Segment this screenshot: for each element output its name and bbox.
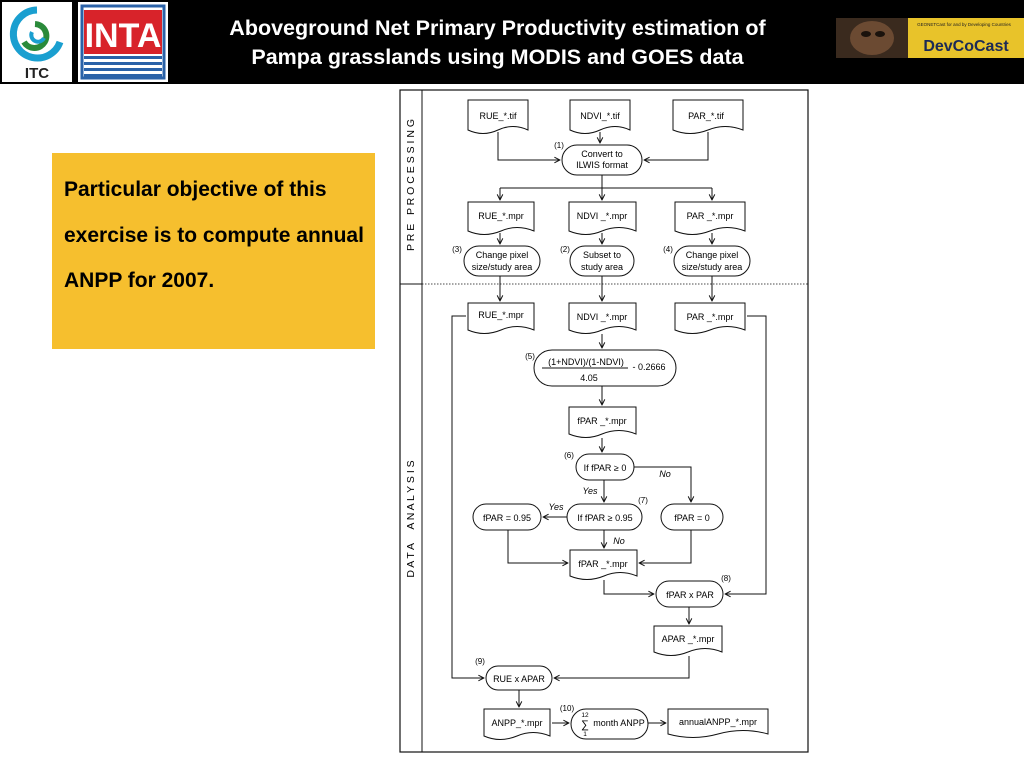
node-if-fpar-0: If fPAR ≥ 0 [584, 463, 627, 473]
document-rue-mpr-2 [467, 302, 535, 334]
edge-rue-to-convert [497, 132, 560, 160]
step-label-8: (8) [721, 574, 731, 583]
node-apar-mpr: APAR _*.mpr [662, 634, 715, 644]
document-annual-anpp [667, 708, 769, 738]
connectors [451, 132, 767, 723]
edge-0-to-fpar2 [639, 530, 692, 563]
document-rue-mpr-1 [467, 201, 535, 235]
step-label-5: (5) [525, 352, 535, 361]
step-label-2: (2) [560, 245, 570, 254]
document-ndvi-mpr-1 [568, 201, 637, 235]
title-line-1: Aboveground Net Primary Productivity est… [229, 16, 766, 40]
edge-095-to-fpar2 [507, 530, 568, 563]
devcocast-logo: GEONETCast for and by Developing Countri… [836, 18, 1024, 58]
step-label-4: (4) [663, 245, 673, 254]
node-fpar-mpr-1: fPAR _*.mpr [577, 416, 626, 426]
devcocast-tagline: GEONETCast for and by Developing Countri… [917, 22, 1012, 27]
edge-rue2-to-ruexapar [451, 315, 484, 678]
node-rue-mpr-2: RUE_*.mpr [478, 310, 524, 320]
header-bar: ITC INTA Aboveground Net Primary Product… [0, 0, 1024, 84]
node-sum-upper: 12 [581, 712, 589, 719]
step-label-6: (6) [564, 451, 574, 460]
node-change-right-line2: size/study area [682, 262, 743, 272]
edge-apar-to-ruexapar [554, 656, 690, 678]
node-subset-line2: study area [581, 262, 623, 272]
node-fpar-mpr-2: fPAR _*.mpr [578, 559, 627, 569]
step-label-9: (9) [475, 657, 485, 666]
node-change-right-line1: Change pixel [686, 250, 739, 260]
edge-fpar2-to-fparxpar [603, 580, 654, 594]
objective-text: Particular objective of this exercise is… [64, 178, 364, 292]
title-line-2: Pampa grasslands using MODIS and GOES da… [251, 45, 744, 69]
node-rue-mpr-1: RUE_*.mpr [478, 211, 524, 221]
node-ndvi-mpr-2: NDVI _*.mpr [577, 312, 628, 322]
node-formula-tail: - 0.2666 [632, 362, 665, 372]
objective-box: Particular objective of this exercise is… [52, 153, 375, 349]
inta-logo-text: INTA [85, 17, 162, 55]
document-par-mpr-2 [674, 302, 746, 334]
node-fpar-095: fPAR = 0.95 [483, 513, 531, 523]
edge-par2-to-fparxpar [725, 315, 767, 594]
edge-label-no-1: No [659, 469, 671, 479]
process-change-pixel-left [463, 245, 541, 277]
flowchart: P R E P R O C E S S I N G D A T A A N A … [399, 89, 809, 753]
document-fpar-mpr-1 [568, 406, 637, 438]
node-month-anpp: month ANPP [593, 718, 645, 728]
edge-par-to-convert [644, 132, 709, 160]
node-fpar-0: fPAR = 0 [674, 513, 710, 523]
edge-if0-no [634, 466, 691, 502]
node-rue-x-apar: RUE x APAR [493, 674, 545, 684]
node-sum-symbol: ∑ [581, 719, 589, 731]
node-rue-tif: RUE_*.tif [479, 111, 517, 121]
node-convert-line2: ILWIS format [576, 160, 628, 170]
node-change-left-line2: size/study area [472, 262, 533, 272]
edge-label-yes-1: Yes [582, 486, 598, 496]
document-rue-tif [467, 99, 529, 134]
node-par-mpr-1: PAR _*.mpr [687, 211, 734, 221]
process-sum-month-anpp [570, 708, 649, 740]
document-ndvi-mpr-2 [568, 302, 637, 334]
inta-logo: INTA [78, 2, 168, 82]
node-formula-numerator: (1+NDVI)/(1-NDVI) [548, 357, 624, 367]
document-apar-mpr [653, 625, 723, 656]
devcocast-logo-text: DevCoCast [923, 38, 1009, 55]
node-ndvi-tif: NDVI_*.tif [580, 111, 620, 121]
process-fpar-formula [533, 349, 677, 387]
node-subset-line1: Subset to [583, 250, 621, 260]
node-par-tif: PAR_*.tif [688, 111, 724, 121]
edge-label-yes-2: Yes [548, 502, 564, 512]
node-anpp-mpr: ANPP_*.mpr [491, 718, 542, 728]
section-preprocessing-label: P R E P R O C E S S I N G [405, 119, 417, 251]
itc-logo: ITC [2, 2, 72, 82]
node-convert-line1: Convert to [581, 149, 623, 159]
edge-label-no-2: No [613, 536, 625, 546]
document-anpp-mpr [483, 708, 551, 740]
step-label-10: (10) [560, 704, 575, 713]
node-par-mpr-2: PAR _*.mpr [687, 312, 734, 322]
process-fpar-095 [472, 503, 542, 531]
process-fpar-0 [660, 503, 724, 531]
document-ndvi-tif [569, 99, 631, 134]
step-label-3: (3) [452, 245, 462, 254]
node-change-left-line1: Change pixel [476, 250, 529, 260]
node-fpar-x-par: fPAR x PAR [666, 590, 714, 600]
document-fpar-mpr-2 [569, 549, 638, 580]
page-title: Aboveground Net Primary Productivity est… [170, 14, 825, 72]
step-label-1: (1) [554, 141, 564, 150]
document-par-tif [672, 99, 744, 134]
node-annual-anpp: annualANPP_*.mpr [679, 717, 757, 727]
node-sum-lower: 1 [583, 731, 587, 738]
step-label-7: (7) [638, 496, 648, 505]
node-if-fpar-095: If fPAR ≥ 0.95 [577, 513, 632, 523]
node-formula-denominator: 4.05 [580, 373, 598, 383]
itc-logo-text: ITC [25, 65, 49, 82]
node-ndvi-mpr-1: NDVI _*.mpr [577, 211, 628, 221]
section-analysis-label: D A T A A N A L Y S I S [405, 460, 417, 577]
document-par-mpr-1 [674, 201, 746, 235]
flowchart-frame [399, 89, 809, 753]
edge-convert-split [499, 175, 713, 200]
